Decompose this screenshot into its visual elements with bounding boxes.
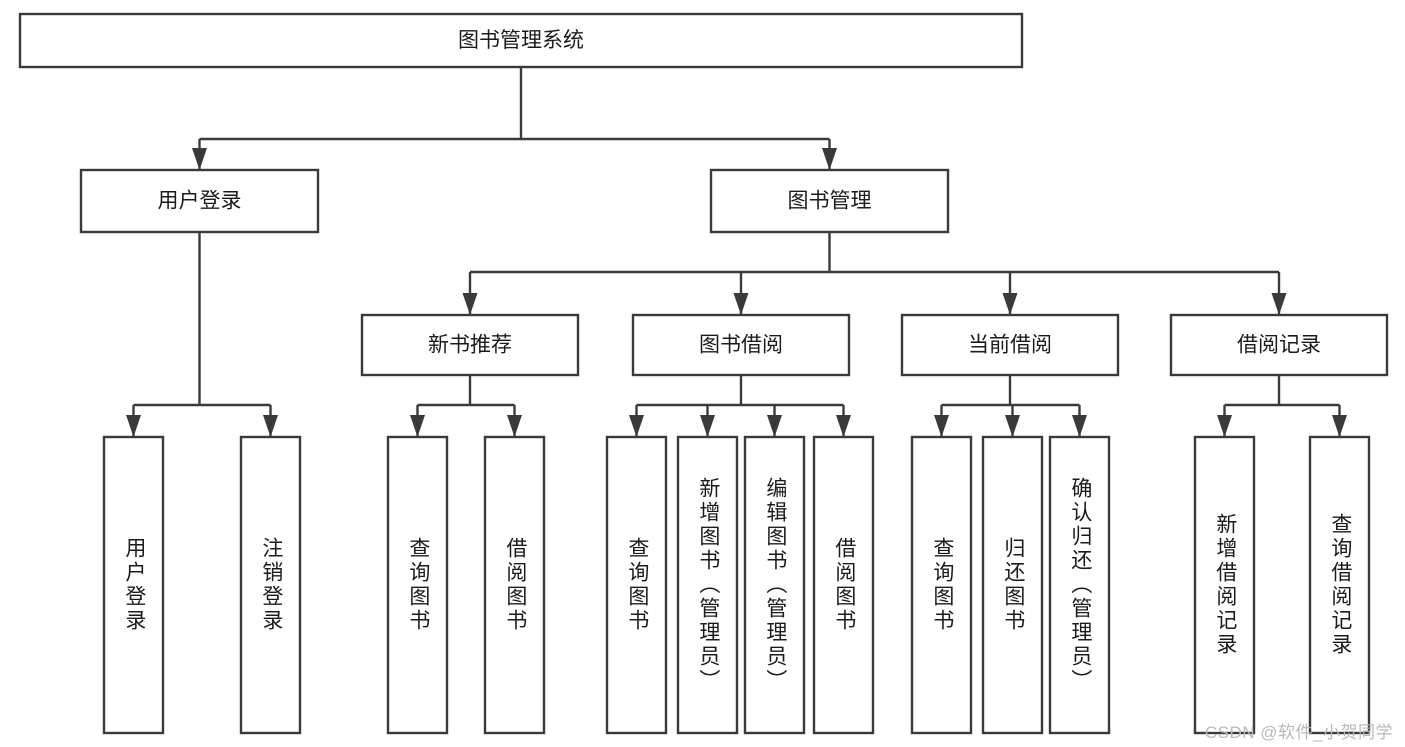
node-box-l8[interactable]: 借阅图书 <box>812 435 875 735</box>
node-label-borrow: 图书借阅 <box>699 334 783 357</box>
nodes-layer: 图书管理系统图书管理系统用户登录用户登录图书管理图书管理新书推荐新书推荐图书借阅… <box>18 12 1389 735</box>
arrow-head-icon <box>700 415 715 437</box>
node-label-current: 当前借阅 <box>968 334 1052 357</box>
arrow-head-icon <box>1332 415 1347 437</box>
node-box-borrow[interactable]: 图书借阅 <box>631 313 851 377</box>
node-box-current[interactable]: 当前借阅 <box>900 313 1120 377</box>
node-box-l10[interactable]: 归还图书 <box>981 435 1044 735</box>
arrow-head-icon <box>822 148 837 170</box>
arrow-head-icon <box>126 415 141 437</box>
node-box-record[interactable]: 借阅记录 <box>1169 313 1389 377</box>
node-label-newbook: 新书推荐 <box>428 334 512 357</box>
node-box-l6[interactable]: 新增图书（管理员） <box>676 435 739 735</box>
node-box-l5[interactable]: 查询图书 <box>605 435 668 735</box>
node-box-newbook[interactable]: 新书推荐 <box>360 313 580 377</box>
node-box-l9[interactable]: 查询图书 <box>910 435 973 735</box>
node-box-login[interactable]: 用户登录 <box>79 168 320 234</box>
arrow-head-icon <box>733 293 749 315</box>
node-box-root[interactable]: 图书管理系统 <box>18 12 1024 69</box>
arrow-head-icon <box>1005 415 1020 437</box>
arrow-head-icon <box>462 293 478 315</box>
arrow-head-icon <box>192 148 207 170</box>
node-label-root: 图书管理系统 <box>458 29 584 52</box>
arrow-head-icon <box>410 415 425 437</box>
node-box-l13[interactable]: 查询借阅记录 <box>1308 435 1371 735</box>
arrow-head-icon <box>263 415 278 437</box>
arrow-head-icon <box>836 415 851 437</box>
node-box-l7[interactable]: 编辑图书（管理员） <box>743 435 806 735</box>
arrow-head-icon <box>1217 415 1232 437</box>
arrow-head-icon <box>1072 415 1087 437</box>
node-box-l1[interactable]: 用户登录 <box>102 435 165 735</box>
node-label-bookmgr: 图书管理 <box>788 190 872 213</box>
node-box-l12[interactable]: 新增借阅记录 <box>1193 435 1256 735</box>
arrow-head-icon <box>767 415 782 437</box>
node-label-login: 用户登录 <box>158 190 242 213</box>
node-box-l4[interactable]: 借阅图书 <box>483 435 546 735</box>
node-box-l2[interactable]: 注销登录 <box>239 435 302 735</box>
watermark: CSDN @软件_小贺同学 <box>1204 723 1393 742</box>
node-box-l3[interactable]: 查询图书 <box>386 435 449 735</box>
arrow-head-icon <box>507 415 522 437</box>
edges-layer <box>126 67 1347 437</box>
node-box-l11[interactable]: 确认归还（管理员） <box>1048 435 1111 735</box>
node-box-bookmgr[interactable]: 图书管理 <box>709 168 950 234</box>
node-label-record: 借阅记录 <box>1237 334 1321 357</box>
arrow-head-icon <box>1002 293 1018 315</box>
arrow-head-icon <box>629 415 644 437</box>
arrow-head-icon <box>934 415 949 437</box>
arrow-head-icon <box>1271 293 1287 315</box>
